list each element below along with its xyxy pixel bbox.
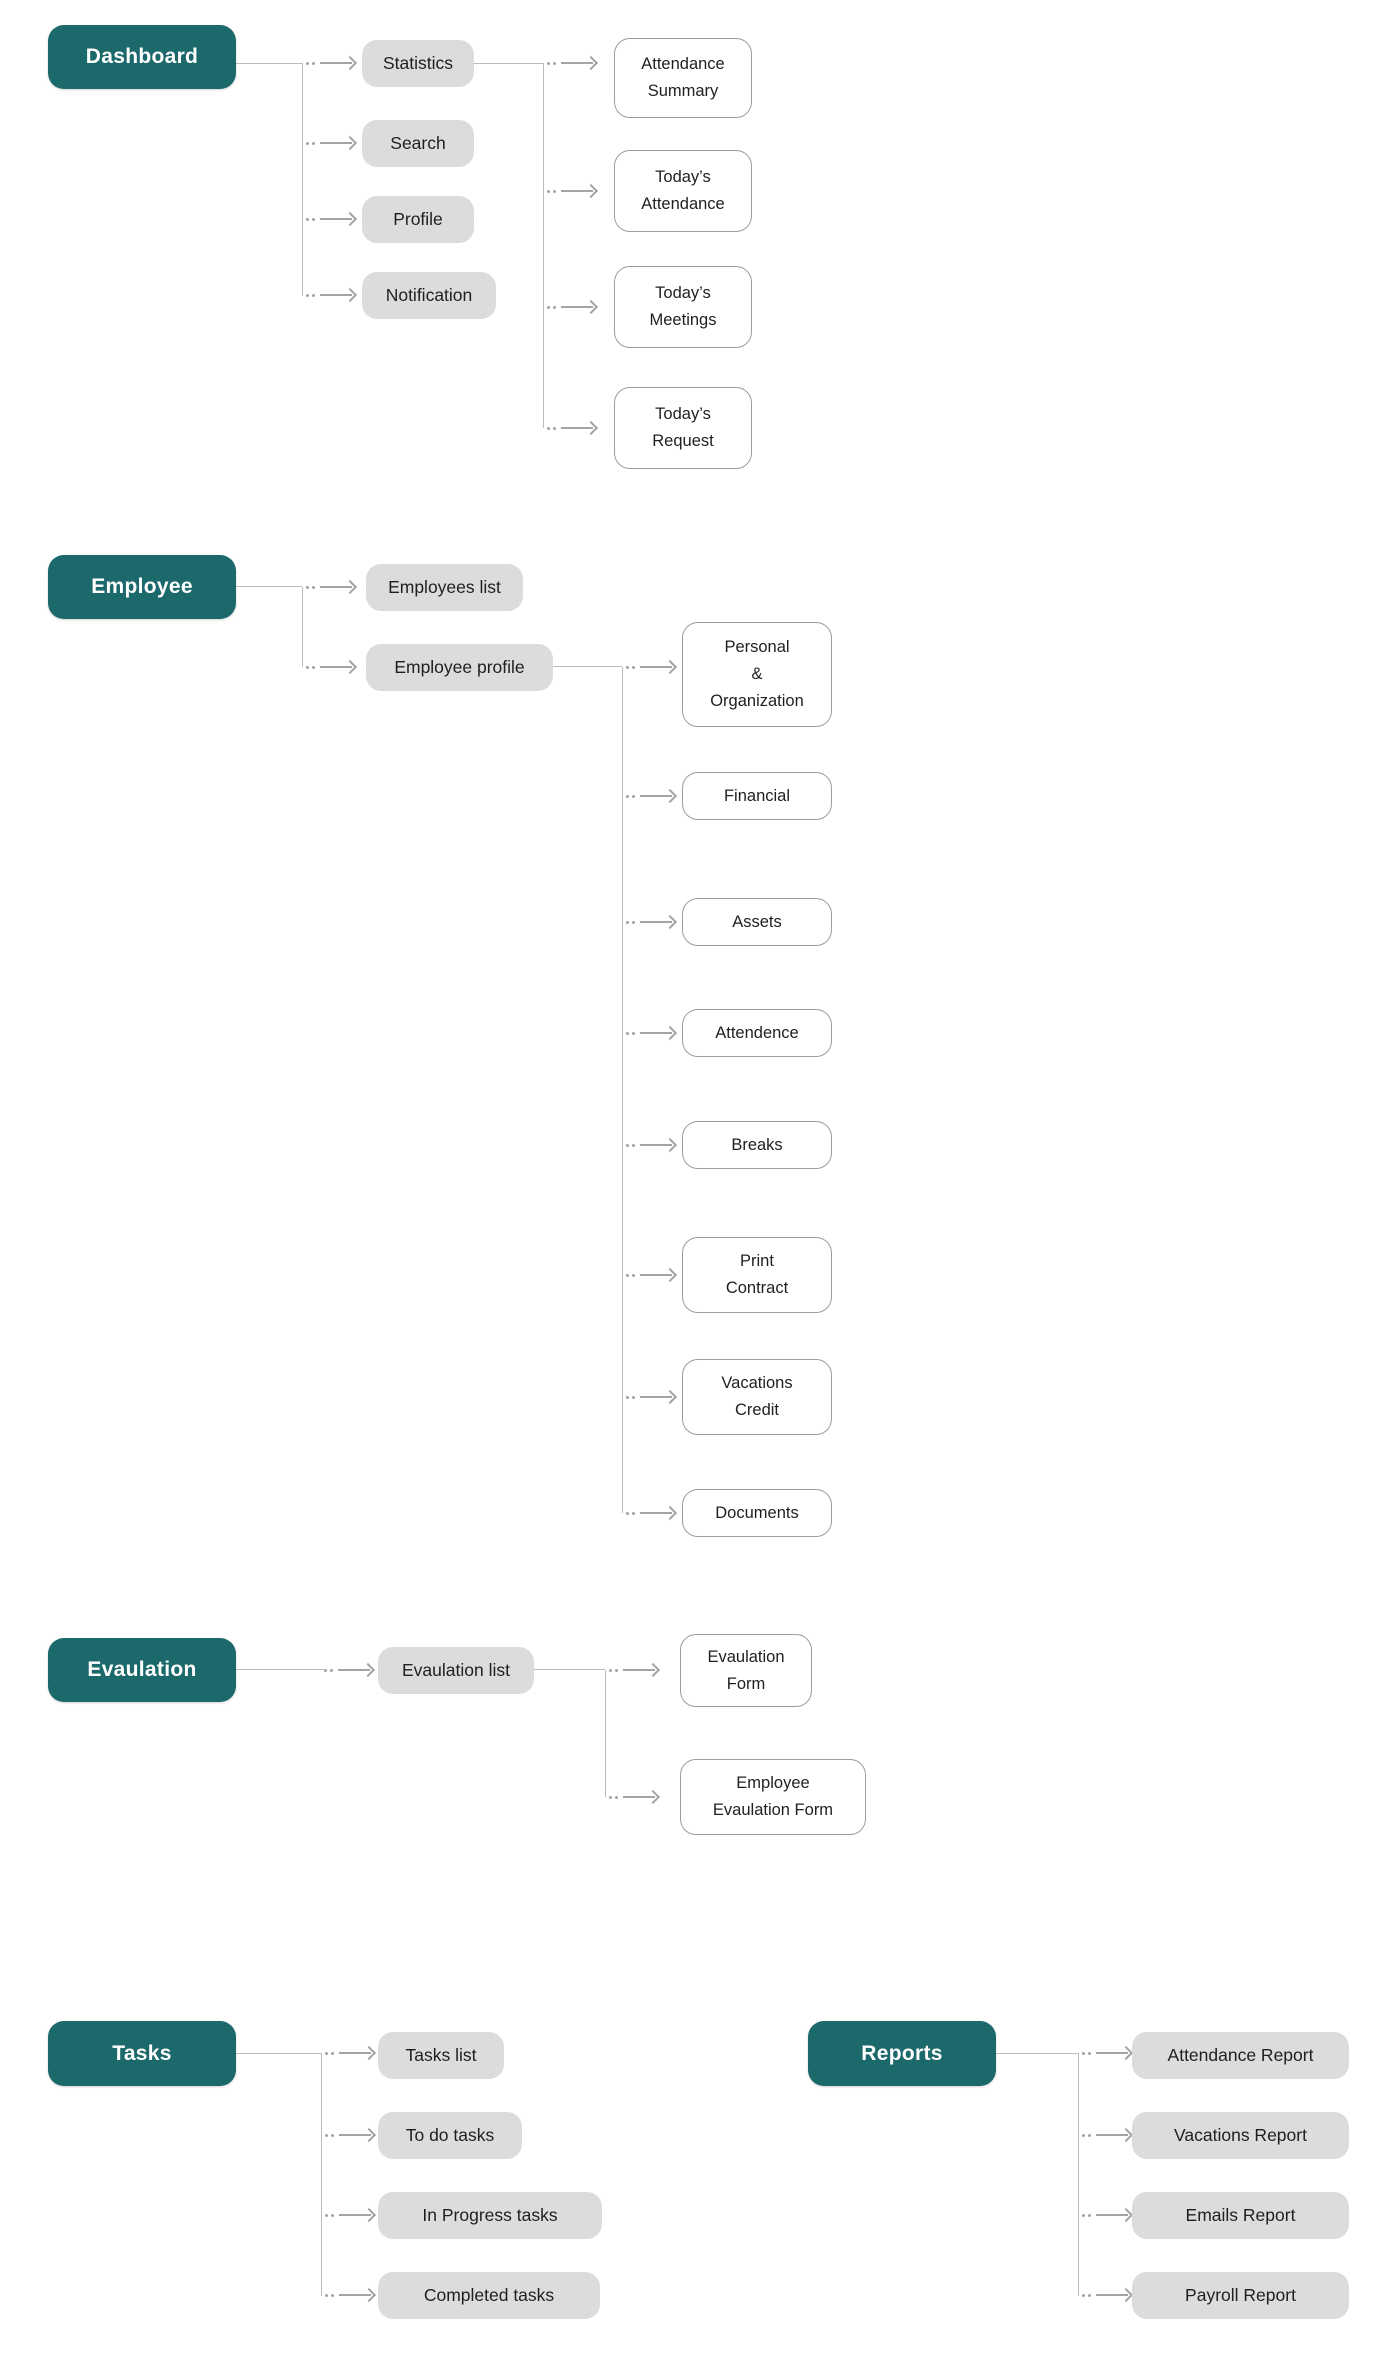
arrow-to-statistics xyxy=(306,55,358,71)
node-vacations-report: Vacations Report xyxy=(1132,2112,1349,2159)
node-statistics: Statistics xyxy=(362,40,474,87)
arrow-to-profile xyxy=(306,211,358,227)
connector-tasks-branch xyxy=(321,2053,322,2296)
arrow-to-in-progress-tasks xyxy=(325,2207,377,2223)
arrow-to-documents xyxy=(626,1505,678,1521)
node-tasks: Tasks xyxy=(48,2021,236,2086)
arrow-to-tasks-list xyxy=(325,2045,377,2061)
node-assets: Assets xyxy=(682,898,832,946)
node-todays-request: Today’s Request xyxy=(614,387,752,469)
arrow-to-search xyxy=(306,135,358,151)
connector-evaulation-list-branch xyxy=(605,1670,606,1797)
node-employee-profile: Employee profile xyxy=(366,644,553,691)
arrow-to-assets xyxy=(626,914,678,930)
node-attendance-summary: Attendance Summary xyxy=(614,38,752,118)
node-breaks: Breaks xyxy=(682,1121,832,1169)
arrow-to-todays-request xyxy=(547,420,599,436)
node-payroll-report: Payroll Report xyxy=(1132,2272,1349,2319)
node-evaulation-form: Evaulation Form xyxy=(680,1634,812,1707)
arrow-to-attendence xyxy=(626,1025,678,1041)
node-completed-tasks: Completed tasks xyxy=(378,2272,600,2319)
connector-evaulation-list-trunk xyxy=(534,1669,605,1670)
connector-tasks-trunk xyxy=(236,2053,321,2054)
node-to-do-tasks: To do tasks xyxy=(378,2112,522,2159)
node-profile: Profile xyxy=(362,196,474,243)
node-tasks-list: Tasks list xyxy=(378,2032,504,2079)
arrow-to-personal-organization xyxy=(626,659,678,675)
connector-reports-trunk xyxy=(996,2053,1078,2054)
connector-profile-branch xyxy=(622,667,623,1513)
arrow-to-breaks xyxy=(626,1137,678,1153)
arrow-to-employee-profile xyxy=(306,659,358,675)
arrow-to-evaulation-list xyxy=(324,1662,376,1678)
node-attendence: Attendence xyxy=(682,1009,832,1057)
connector-evaulation-trunk xyxy=(236,1669,324,1670)
arrow-to-payroll-report xyxy=(1082,2287,1134,2303)
node-employee-evaulation-form: Employee Evaulation Form xyxy=(680,1759,866,1835)
arrow-to-to-do-tasks xyxy=(325,2127,377,2143)
arrow-to-employee-evaulation-form xyxy=(609,1789,661,1805)
node-documents: Documents xyxy=(682,1489,832,1537)
arrow-to-vacations-report xyxy=(1082,2127,1134,2143)
arrow-to-vacations-credit xyxy=(626,1389,678,1405)
node-notification: Notification xyxy=(362,272,496,319)
node-reports: Reports xyxy=(808,2021,996,2086)
connector-profile-trunk xyxy=(553,666,622,667)
arrow-to-evaulation-form xyxy=(609,1662,661,1678)
arrow-to-attendance-report xyxy=(1082,2045,1134,2061)
connector-dashboard-trunk xyxy=(236,63,302,64)
arrow-to-todays-attendance xyxy=(547,183,599,199)
arrow-to-attendance-summary xyxy=(547,55,599,71)
node-dashboard: Dashboard xyxy=(48,25,236,89)
node-todays-meetings: Today’s Meetings xyxy=(614,266,752,348)
arrow-to-todays-meetings xyxy=(547,299,599,315)
node-personal-organization: Personal & Organization xyxy=(682,622,832,727)
arrow-to-employees-list xyxy=(306,579,358,595)
node-attendance-report: Attendance Report xyxy=(1132,2032,1349,2079)
arrow-to-financial xyxy=(626,788,678,804)
node-in-progress-tasks: In Progress tasks xyxy=(378,2192,602,2239)
node-employees-list: Employees list xyxy=(366,564,523,611)
connector-statistics-branch xyxy=(543,63,544,428)
node-emails-report: Emails Report xyxy=(1132,2192,1349,2239)
connector-employee-branch xyxy=(302,587,303,667)
node-search: Search xyxy=(362,120,474,167)
connector-dashboard-branch xyxy=(302,63,303,296)
arrow-to-print-contract xyxy=(626,1267,678,1283)
node-financial: Financial xyxy=(682,772,832,820)
connector-reports-branch xyxy=(1078,2053,1079,2296)
arrow-to-completed-tasks xyxy=(325,2287,377,2303)
node-vacations-credit: Vacations Credit xyxy=(682,1359,832,1435)
arrow-to-notification xyxy=(306,287,358,303)
node-todays-attendance: Today’s Attendance xyxy=(614,150,752,232)
node-evaulation-list: Evaulation list xyxy=(378,1647,534,1694)
connector-statistics-trunk xyxy=(474,63,543,64)
node-evaulation: Evaulation xyxy=(48,1638,236,1702)
node-print-contract: Print Contract xyxy=(682,1237,832,1313)
node-employee: Employee xyxy=(48,555,236,619)
connector-employee-trunk xyxy=(236,586,302,587)
arrow-to-emails-report xyxy=(1082,2207,1134,2223)
